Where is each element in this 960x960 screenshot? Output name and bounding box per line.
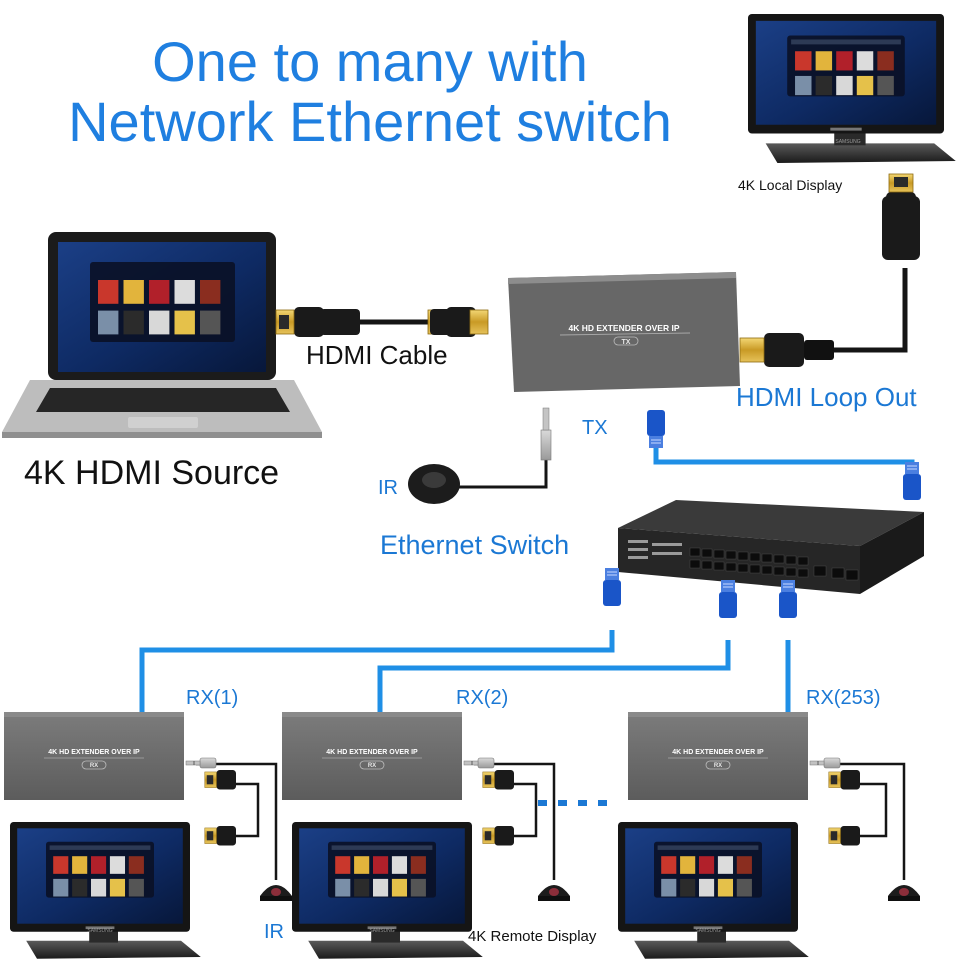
rx2-hdmi-plug-bottom [482, 825, 515, 846]
rx1-label: RX(1) [186, 687, 239, 709]
tx-ir-cable [408, 407, 552, 504]
rx2-extender [281, 711, 463, 801]
local-display-label: 4K Local Display [738, 177, 843, 193]
title-line-1: One to many with [152, 30, 588, 93]
rj45-plug-rx1 [602, 567, 622, 607]
rj45-plug-rx253 [778, 579, 798, 619]
rx253-monitor-brand: SAMSUNG [695, 928, 720, 934]
rx1-audio-jack [185, 757, 217, 769]
rx253-box-label: 4K HD EXTENDER OVER IP [672, 749, 764, 756]
rx2-monitor-brand: SAMSUNG [369, 928, 394, 934]
title-line-2: Network Ethernet switch [68, 90, 672, 153]
rx2-label: RX(2) [456, 687, 509, 709]
laptop-source [2, 232, 322, 438]
rx2-monitor [292, 822, 483, 959]
rx1-extender [3, 711, 185, 801]
ethernet-switch [618, 500, 924, 594]
source-label: 4K HDMI Source [24, 454, 280, 492]
rx2-box-label: 4K HD EXTENDER OVER IP [326, 749, 418, 756]
rx-ir-label: IR [264, 921, 284, 943]
rx253-label: RX(253) [806, 687, 881, 709]
tx-extender [508, 272, 740, 392]
ellipsis-dots [538, 800, 607, 806]
rx-network-cables [139, 630, 791, 712]
rx2-cables [474, 762, 556, 880]
rx253-hdmi-plug-bottom [828, 825, 861, 846]
tx-network-cable [646, 409, 922, 501]
rx1-hdmi-plug-top [204, 769, 237, 790]
rx253-ir-eye [888, 885, 920, 901]
ethernet-switch-label: Ethernet Switch [380, 530, 570, 560]
rx2-ir-eye [538, 885, 570, 901]
rx253-audio-jack [809, 757, 841, 769]
rx253-hdmi-plug-top [828, 769, 861, 790]
hdmi-cable [275, 306, 489, 338]
rx1-box-label: 4K HD EXTENDER OVER IP [48, 749, 140, 756]
hdmi-loop-out-label: HDMI Loop Out [736, 382, 917, 412]
hdmi-loop-out-cable [739, 173, 920, 367]
rx1-monitor-brand: SAMSUNG [87, 928, 112, 934]
rx1-hdmi-plug-bottom [204, 825, 237, 846]
rx1-cables [196, 762, 278, 880]
rx253-monitor [618, 822, 809, 959]
rx1-box-tag: RX [90, 763, 98, 769]
rx2-box-tag: RX [368, 763, 376, 769]
rx253-extender [627, 711, 809, 801]
rx253-cables [826, 762, 906, 880]
tx-box-label: 4K HD EXTENDER OVER IP [569, 323, 680, 333]
remote-display-label: 4K Remote Display [468, 928, 597, 945]
rx1-ir-eye [260, 885, 292, 901]
rx2-audio-jack [463, 757, 495, 769]
local-display-brand: SAMSUNG [835, 139, 860, 145]
rx2-hdmi-plug-top [482, 769, 515, 790]
tx-box-tag: TX [622, 339, 631, 346]
rj45-plug-rx2 [718, 579, 738, 619]
rx1-monitor [10, 822, 201, 959]
tx-label: TX [582, 417, 608, 439]
rx253-box-tag: RX [714, 763, 722, 769]
hdmi-cable-label: HDMI Cable [306, 340, 448, 370]
tx-ir-label: IR [378, 477, 398, 499]
